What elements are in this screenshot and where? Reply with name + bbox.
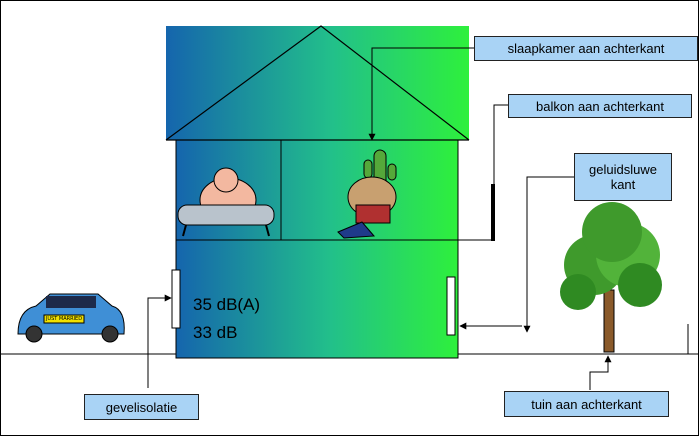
back-window — [446, 276, 456, 336]
front-window — [171, 269, 181, 329]
quiet-side-arrow — [523, 176, 574, 333]
garden-arrow — [589, 355, 612, 390]
dba-reading: 35 dB(A) — [193, 295, 261, 314]
car-plate: JUST MARRIED — [45, 316, 83, 322]
car-icon — [17, 293, 125, 343]
sleeping-person-icon — [337, 149, 397, 239]
garden-label: tuin aan achterkant — [504, 391, 669, 417]
roof-outline — [165, 25, 470, 141]
bedroom-label: slaapkamer aan achterkant — [474, 36, 698, 61]
balcony-connector — [493, 104, 508, 184]
facade-arrow — [147, 294, 172, 388]
tree-icon — [560, 202, 662, 353]
roof-block — [166, 26, 469, 140]
db-reading: 33 dB — [193, 323, 238, 342]
balcony-rail — [491, 184, 495, 241]
balcony-label: balkon aan achterkant — [508, 94, 692, 118]
bathtub-person-icon — [177, 167, 275, 237]
quiet-side-label: geluidsluwe kant — [574, 153, 672, 201]
bedroom-arrow — [368, 47, 474, 141]
facade-label: gevelisolatie — [84, 394, 199, 420]
